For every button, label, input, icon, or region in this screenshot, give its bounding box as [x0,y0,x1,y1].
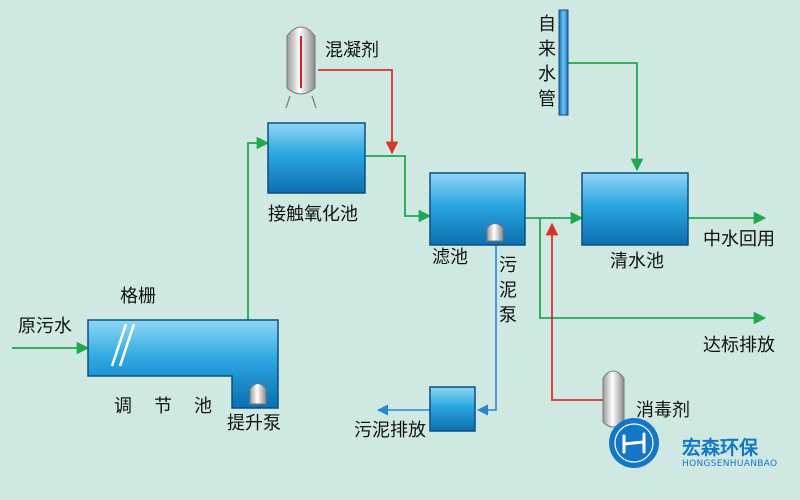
filter-tank-label: 滤池 [432,247,468,268]
equalization-tank [87,319,279,409]
tap-water-arrow [565,62,644,172]
grille-label: 格栅 [120,286,156,307]
discharge-arrow [539,218,767,325]
oxidation-to-filter-arrow [365,155,432,223]
sludge-pump-arrow [476,240,497,416]
contact-oxidation-tank-label: 接触氧化池 [268,204,358,225]
tap-water-pipe-label: 自来水管 [538,14,556,110]
disinfectant-dosing-tank [602,370,625,428]
brand-name-en: HONGSENHUANBAO [682,459,778,469]
grille-bar [110,323,128,367]
sludge-container [429,386,476,432]
tap-water-pipe [558,9,569,116]
sludge-pump [486,223,504,242]
disinfectant-dosing-arrow [545,222,604,401]
sludge-discharge-label: 污泥排放 [354,420,426,441]
reclaimed-water-reuse-label: 中水回用 [703,229,775,250]
lift-to-oxidation-arrow [247,136,270,320]
coagulant-dosing-arrow [318,69,399,155]
clear-water-tank [581,172,689,246]
grille-bar [118,323,136,367]
filter-tank [429,172,526,246]
brand-name-cn: 宏森环保 [682,437,759,459]
raw-sewage-label: 原污水 [18,316,72,337]
equalization-tank-label: 调节池 [114,396,234,417]
contact-oxidation-tank [267,122,366,194]
lift-pump-label: 提升泵 [227,413,281,434]
coagulant-label: 混凝剂 [325,40,379,61]
lift-pump [249,383,267,405]
coagulant-dosing-tank [285,26,317,109]
sludge-pump-label: 污泥泵 [499,255,517,326]
disinfectant-label: 消毒剂 [636,400,690,421]
discharge-to-standard-label: 达标排放 [703,335,775,356]
clear-water-tank-label: 清水池 [610,251,664,272]
brand-logo-icon [609,418,659,468]
